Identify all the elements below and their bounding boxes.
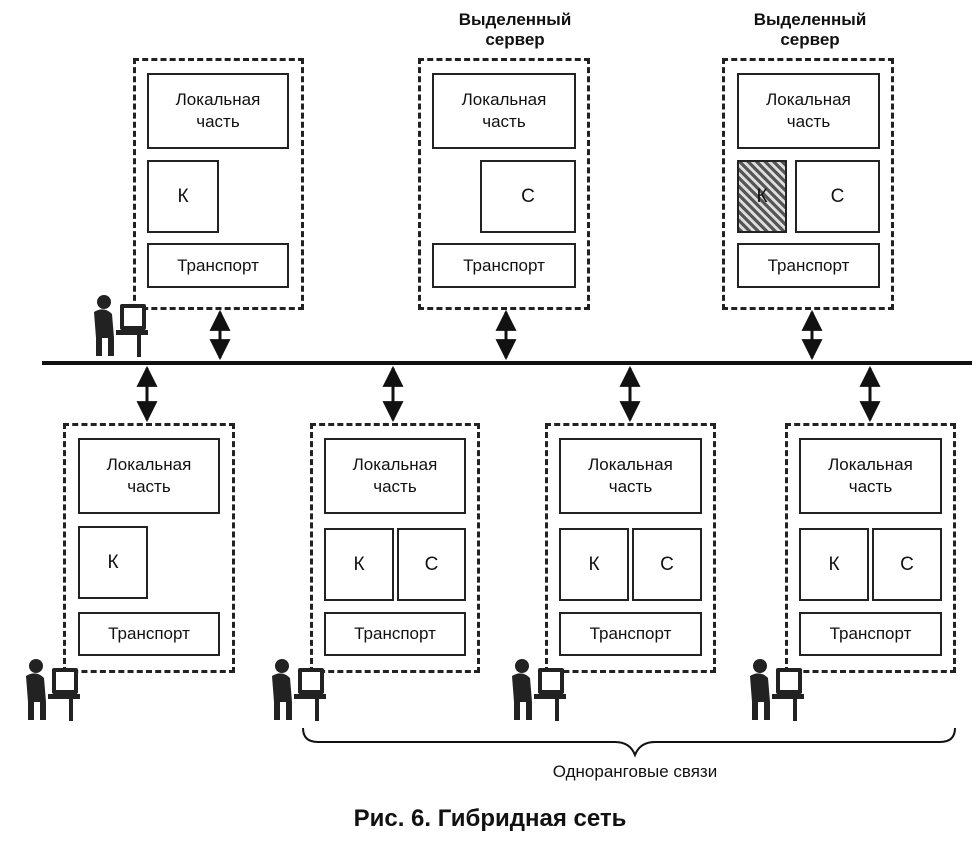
local-part-block: Локальная часть xyxy=(559,438,702,514)
transport-block: Транспорт xyxy=(78,612,220,656)
transport-block: Транспорт xyxy=(737,243,880,288)
user-at-computer-icon xyxy=(512,659,566,721)
client-block: К xyxy=(78,526,148,599)
node-bottom-peer-2 xyxy=(545,423,716,673)
client-block: К xyxy=(147,160,219,233)
transport-block: Транспорт xyxy=(432,243,576,288)
server-block: С xyxy=(795,160,880,233)
user-at-computer-icon xyxy=(94,295,148,357)
node-top-client xyxy=(133,58,304,310)
local-part-block: Локальная часть xyxy=(432,73,576,149)
client-block: К xyxy=(559,528,629,601)
node-bottom-peer-3 xyxy=(785,423,956,673)
network-bus xyxy=(42,361,972,365)
transport-block: Транспорт xyxy=(147,243,289,288)
dedicated-server-caption: Выделенный сервер xyxy=(458,10,572,49)
user-at-computer-icon xyxy=(750,659,804,721)
user-at-computer-icon xyxy=(272,659,326,721)
user-at-computer-icon xyxy=(26,659,80,721)
local-part-block: Локальная часть xyxy=(737,73,880,149)
client-block: К xyxy=(324,528,394,601)
server-block: С xyxy=(872,528,942,601)
server-block: С xyxy=(632,528,702,601)
dedicated-server-caption: Выделенный сервер xyxy=(753,10,867,49)
local-part-block: Локальная часть xyxy=(147,73,289,149)
node-top-server-2 xyxy=(722,58,894,310)
local-part-block: Локальная часть xyxy=(324,438,466,514)
figure-caption: Рис. 6. Гибридная сеть xyxy=(353,805,627,832)
inactive-client-block: К xyxy=(737,160,787,233)
node-bottom-peer-1 xyxy=(310,423,480,673)
transport-block: Транспорт xyxy=(559,612,702,656)
transport-block: Транспорт xyxy=(799,612,942,656)
transport-block: Транспорт xyxy=(324,612,466,656)
node-bottom-client xyxy=(63,423,235,673)
local-part-block: Локальная часть xyxy=(799,438,942,514)
peer-connections-label: Одноранговые связи xyxy=(552,762,718,781)
server-block: С xyxy=(397,528,466,601)
local-part-block: Локальная часть xyxy=(78,438,220,514)
node-top-server-1 xyxy=(418,58,590,310)
server-block: С xyxy=(480,160,576,233)
peer-brace xyxy=(302,727,956,758)
client-block: К xyxy=(799,528,869,601)
